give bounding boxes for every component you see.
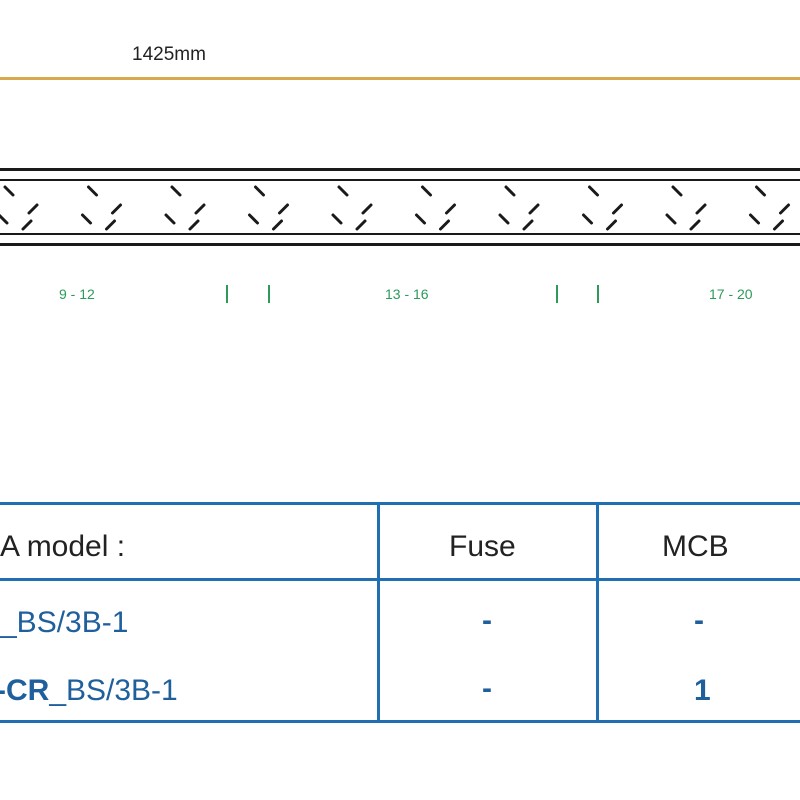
model-suffix: _BS/3B-1 [49,674,178,707]
hatch-mark [528,203,540,215]
hatch-mark [588,185,599,197]
group-tick [226,285,228,303]
hatch-mark [105,219,116,231]
header-model: A model : [0,530,126,563]
panel-strip [0,168,800,246]
hatch-mark [254,185,265,197]
group-tick [597,285,599,303]
model-suffix: _BS/3B-1 [0,606,129,639]
table-row-2-mcb: 1 [694,674,711,707]
table-top-border [0,502,800,505]
hatch-mark [3,185,15,197]
header-mcb: MCB [662,530,729,563]
table-row-2-fuse: - [482,672,492,705]
hatch-mark [421,185,432,197]
hatch-mark [498,213,510,225]
hatch-mark [331,213,343,225]
hatch-mark [671,185,683,197]
header-fuse: Fuse [449,530,516,563]
table-row-1-model: _BS/3B-1 [0,606,128,640]
hatch-mark [27,203,39,215]
hatch-mark [272,219,283,231]
table-header-divider [0,578,800,581]
hatch-mark [665,213,677,225]
group-tick [268,285,270,303]
group-label-1: 9 - 12 [59,286,95,302]
hatch-mark [0,213,9,225]
hatch-mark [355,219,367,231]
hatch-mark [337,185,349,197]
hatch-mark [755,185,766,197]
hatch-mark [504,185,516,197]
hatch-mark [111,203,122,215]
hatch-mark [194,203,206,215]
dimension-line [0,77,800,80]
hatch-mark [170,185,182,197]
table-bottom-border [0,720,800,723]
hatch-mark [606,219,617,231]
hatch-pattern [0,185,790,231]
hatch-mark [612,203,623,215]
table-row-1-fuse: - [482,604,492,637]
hatch-mark [582,213,593,225]
hatch-mark [81,213,92,225]
table-col-divider [377,502,380,723]
hatch-mark [415,213,426,225]
table-col-divider [596,502,599,723]
hatch-mark [21,219,33,231]
hatch-mark [248,213,259,225]
group-label-2: 13 - 16 [385,286,429,302]
group-tick [556,285,558,303]
table-row-2-model: -CR_BS/3B-1 [0,674,178,708]
hatch-mark [164,213,176,225]
hatch-mark [188,219,200,231]
hatch-mark [749,213,760,225]
hatch-mark [87,185,98,197]
table-row-1-mcb: - [694,604,704,637]
hatch-mark [278,203,289,215]
dimension-label: 1425mm [132,44,206,65]
hatch-mark [779,203,790,215]
model-prefix: -CR [0,674,50,707]
hatch-mark [522,219,534,231]
hatch-mark [445,203,456,215]
group-label-3: 17 - 20 [709,286,753,302]
hatch-mark [361,203,373,215]
hatch-mark [695,203,707,215]
panel-inner-band [0,179,800,235]
hatch-mark [689,219,701,231]
hatch-mark [439,219,450,231]
hatch-mark [773,219,784,231]
